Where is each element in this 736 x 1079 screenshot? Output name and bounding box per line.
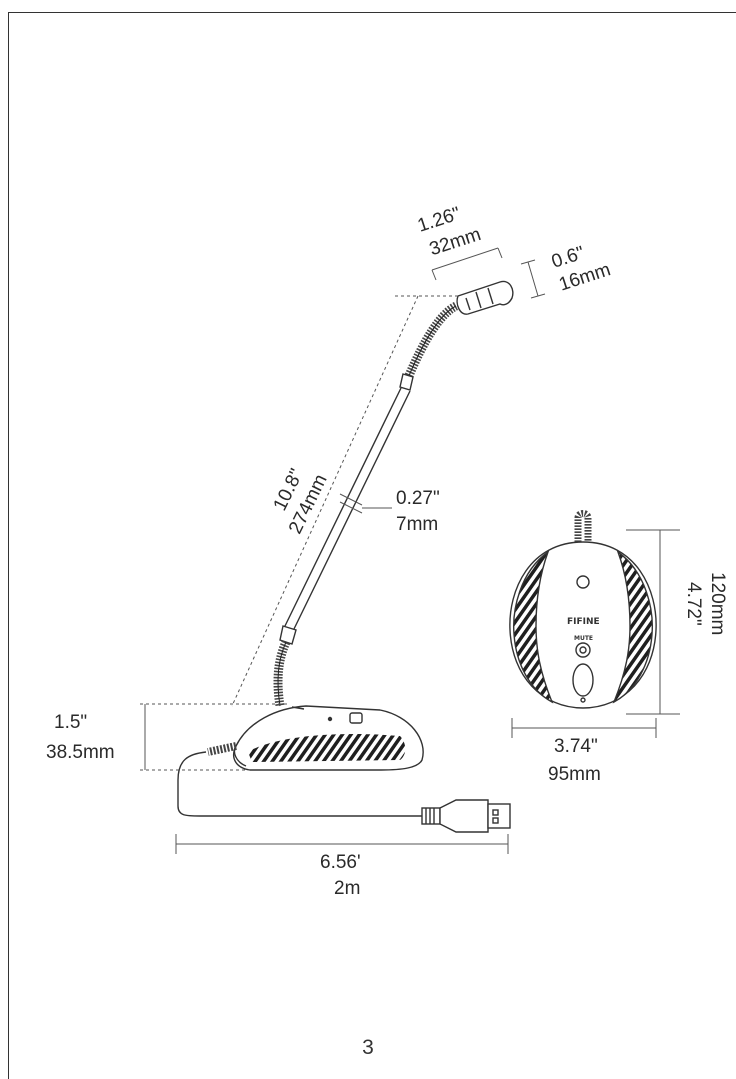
base-depth-in-label: 4.72" [683, 582, 704, 626]
mute-label: MUTE [574, 635, 593, 642]
usb-cable [177, 751, 422, 817]
frame-top-border [8, 12, 736, 13]
lower-collar [279, 625, 297, 645]
base-height-mm-label: 38.5mm [46, 742, 115, 763]
upper-gooseneck [403, 301, 459, 380]
top-view [509, 510, 657, 709]
lower-gooseneck [273, 640, 291, 707]
cable-length-m-label: 2m [334, 878, 360, 899]
mount-hole [576, 575, 590, 589]
base-top-outline [509, 541, 657, 709]
frame-left-border [8, 12, 9, 1079]
dimension-labels: 1.26" 32mm 0.6" 16mm 10.8" 274mm 0.27" 7… [46, 203, 728, 899]
cable-length-ft-label: 6.56' [320, 852, 361, 873]
side-view [177, 280, 514, 833]
mute-button [575, 642, 591, 658]
head-width-dimension-line [431, 247, 499, 271]
brand-logo-text: FIFINE [567, 617, 600, 627]
indicator-led [580, 697, 586, 703]
mic-base-side [232, 705, 424, 771]
top-view-dimensions [511, 529, 680, 738]
mic-head [456, 280, 514, 315]
right-grill [612, 550, 653, 704]
pole-diameter-mm-label: 7mm [396, 514, 438, 535]
left-grill [513, 550, 554, 704]
usb-plug [421, 799, 511, 833]
touch-pad [572, 663, 594, 697]
base-width-mm-label: 95mm [548, 764, 601, 785]
cable-strain-relief [207, 742, 237, 756]
head-height-dimension-line [527, 261, 539, 297]
base-height-in-label: 1.5" [54, 712, 87, 733]
rigid-pole [283, 387, 411, 632]
upper-collar [399, 373, 414, 391]
page-number: 3 [362, 1036, 374, 1059]
base-width-in-label: 3.74" [554, 736, 598, 757]
pole-diameter-in-label: 0.27" [396, 488, 440, 509]
neck-length-dimension-line [231, 295, 419, 707]
base-depth-mm-label: 120mm [707, 572, 728, 635]
side-view-dimensions [140, 247, 546, 854]
